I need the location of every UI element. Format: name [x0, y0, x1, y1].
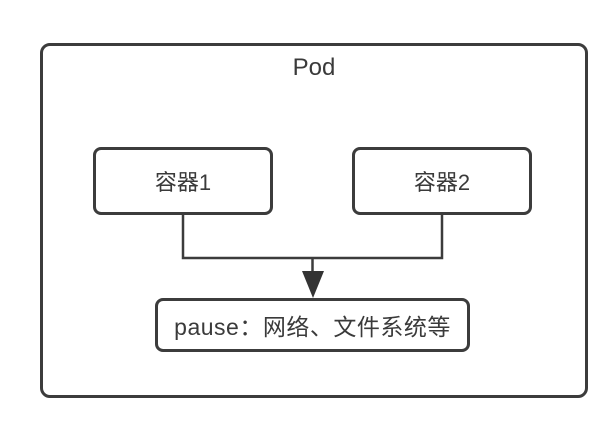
container-2-node: 容器2: [352, 147, 532, 215]
container-1-node: 容器1: [93, 147, 273, 215]
container-1-label: 容器1: [154, 170, 212, 195]
pause-container-label: pause：网络、文件系统等: [174, 314, 451, 340]
container-2-label: 容器2: [413, 170, 471, 195]
pod-label: Pod: [292, 54, 336, 81]
pause-container-node: pause：网络、文件系统等: [155, 298, 470, 352]
pod-boundary-box: [40, 43, 588, 398]
